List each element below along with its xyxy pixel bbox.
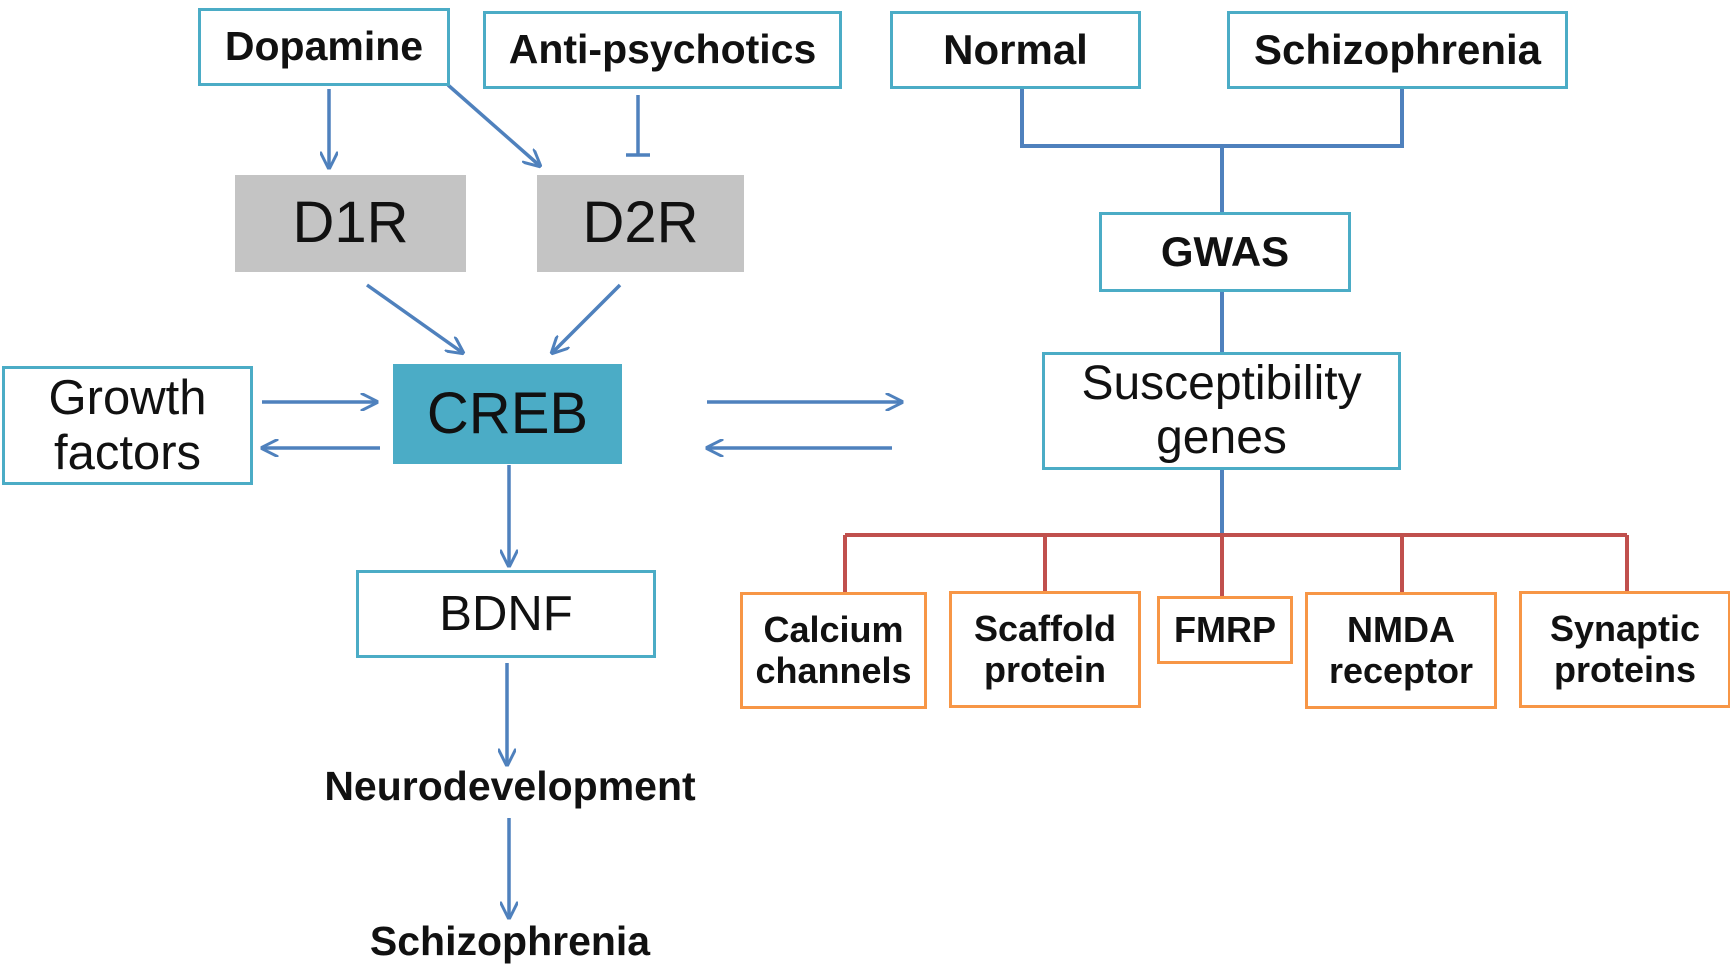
gwas-box: GWAS (1099, 212, 1351, 292)
susceptibility-genes-box: Susceptibility genes (1042, 352, 1401, 470)
bracket-normal-schizophrenia-gwas (1020, 89, 1404, 148)
creb-label: CREB (426, 380, 589, 446)
arrow-dopamine-d2r (446, 83, 540, 166)
arrow-d1r-creb (365, 283, 463, 353)
gene-category-scaffold-protein: Scaffold protein (949, 591, 1141, 708)
gene-category-label: NMDA receptor (1328, 609, 1474, 691)
neurodevelopment-label: Neurodevelopment (324, 762, 696, 809)
bdnf-label: BDNF (439, 586, 573, 641)
gwas-label: GWAS (1160, 228, 1290, 276)
d1r-label: D1R (292, 190, 409, 256)
bdnf-box: BDNF (356, 570, 656, 658)
d2r-label: D2R (582, 190, 699, 256)
dopamine-label: Dopamine (224, 23, 424, 70)
gene-category-label: Scaffold protein (973, 608, 1116, 690)
gene-category-fmrp: FMRP (1157, 596, 1293, 664)
growth-factors-box: Growth factors (2, 366, 253, 485)
schizophrenia-outcome-label: Schizophrenia (369, 917, 651, 964)
susceptibility-genes-label: Susceptibility genes (1081, 357, 1362, 464)
schizophrenia-group-label: Schizophrenia (1253, 26, 1542, 74)
schizophrenia-group-box: Schizophrenia (1227, 11, 1568, 89)
antipsychotics-box: Anti-psychotics (483, 11, 842, 89)
d2r-box: D2R (537, 175, 744, 272)
gene-category-synaptic-proteins: Synaptic proteins (1519, 591, 1730, 708)
d1r-box: D1R (235, 175, 466, 272)
dopamine-box: Dopamine (198, 8, 450, 86)
normal-label: Normal (943, 26, 1088, 74)
gene-category-calcium-channels: Calcium channels (740, 592, 927, 709)
growth-factors-label: Growth factors (48, 370, 207, 480)
normal-box: Normal (890, 11, 1141, 89)
gene-category-label: Calcium channels (755, 609, 912, 691)
arrow-d2r-creb (552, 283, 622, 353)
creb-box: CREB (393, 364, 622, 464)
gene-category-label: Synaptic proteins (1549, 608, 1701, 690)
gene-category-nmda-receptor: NMDA receptor (1305, 592, 1497, 709)
gene-category-label: FMRP (1174, 608, 1276, 650)
antipsychotics-label: Anti-psychotics (508, 26, 817, 73)
